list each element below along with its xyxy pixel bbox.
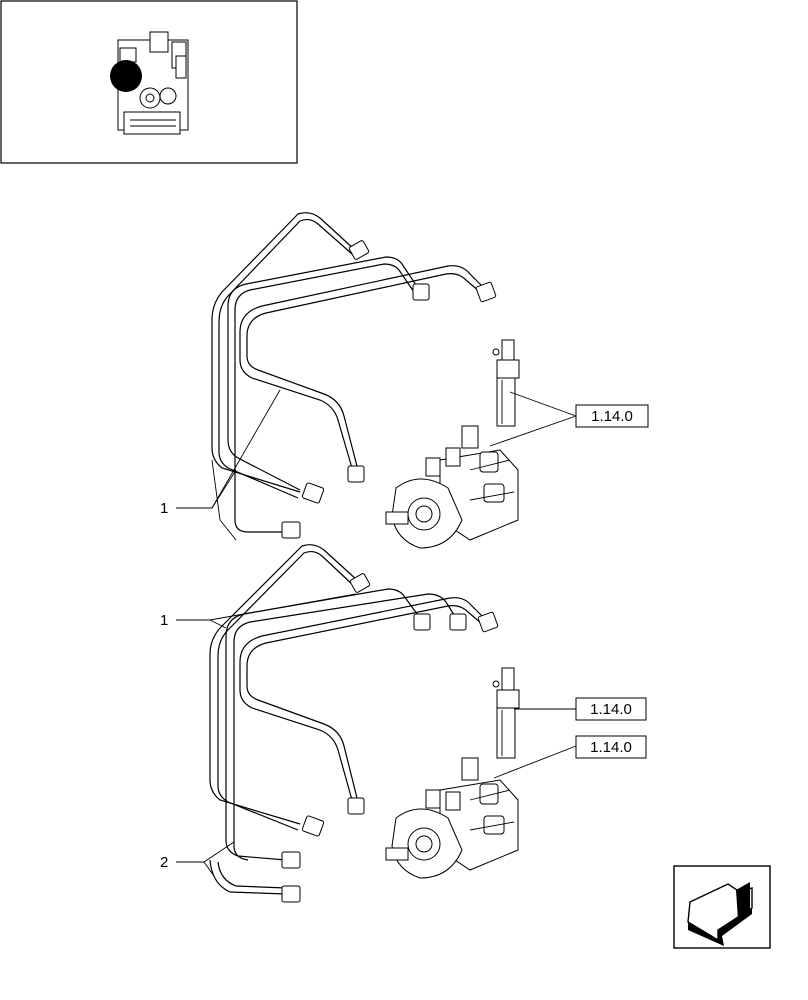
pipe-nut	[301, 482, 325, 504]
injection-pipe	[225, 588, 421, 861]
injection-pipe	[209, 544, 358, 825]
injection-pipe	[246, 605, 483, 803]
reference-box-top[interactable]: 1.14.0	[575, 404, 649, 428]
injection-pipe	[218, 218, 353, 499]
pipe-nut	[348, 240, 370, 260]
fuel-injector	[492, 339, 520, 427]
pipe-nut	[347, 465, 365, 483]
engine-thumbnail-icon[interactable]	[0, 0, 298, 164]
reference-label: 1.14.0	[590, 739, 632, 756]
injection-pipe	[211, 212, 356, 493]
pipe-nut	[449, 613, 467, 631]
pipe-nut	[412, 283, 430, 301]
upper-pipe-assembly	[211, 212, 497, 541]
injection-pipe	[227, 256, 419, 491]
callout-lower-1: 1	[160, 593, 357, 629]
lower-pipe-assembly	[209, 544, 499, 903]
injection-pipe	[239, 265, 485, 469]
previous-page-arrow-icon[interactable]	[673, 865, 771, 949]
pipe-nut	[281, 851, 301, 869]
fuel-injector	[492, 667, 520, 759]
pipe-nut	[347, 797, 365, 815]
pipe-nut	[413, 613, 431, 631]
callout-label: 2	[160, 854, 168, 871]
reference-box-middle[interactable]: 1.14.0	[575, 697, 647, 721]
injection-pump	[385, 425, 519, 549]
injection-pipe	[233, 593, 457, 861]
callout-label: 1	[160, 500, 168, 517]
reference-leader	[489, 391, 577, 447]
pipe-nut	[281, 885, 301, 903]
injection-pipe	[217, 861, 287, 889]
callout-label: 1	[160, 612, 168, 629]
injection-pipe	[234, 263, 415, 533]
injection-pipe	[209, 859, 287, 895]
reference-label: 1.14.0	[590, 701, 632, 718]
pipe-nut	[349, 573, 371, 593]
injection-pipe	[239, 597, 487, 801]
callout-upper-1: 1	[160, 389, 281, 517]
reference-leader	[493, 708, 577, 779]
injection-pump	[385, 757, 519, 879]
pipe-nut	[477, 611, 499, 633]
reference-label: 1.14.0	[591, 408, 633, 425]
injection-pipe	[246, 273, 481, 471]
callout-lower-2: 2	[160, 841, 235, 877]
reference-box-bottom[interactable]: 1.14.0	[575, 735, 647, 759]
pipe-nut	[475, 281, 497, 303]
pipe-nut	[281, 521, 301, 539]
injection-pipe	[217, 550, 355, 831]
pipe-nut	[301, 815, 325, 837]
